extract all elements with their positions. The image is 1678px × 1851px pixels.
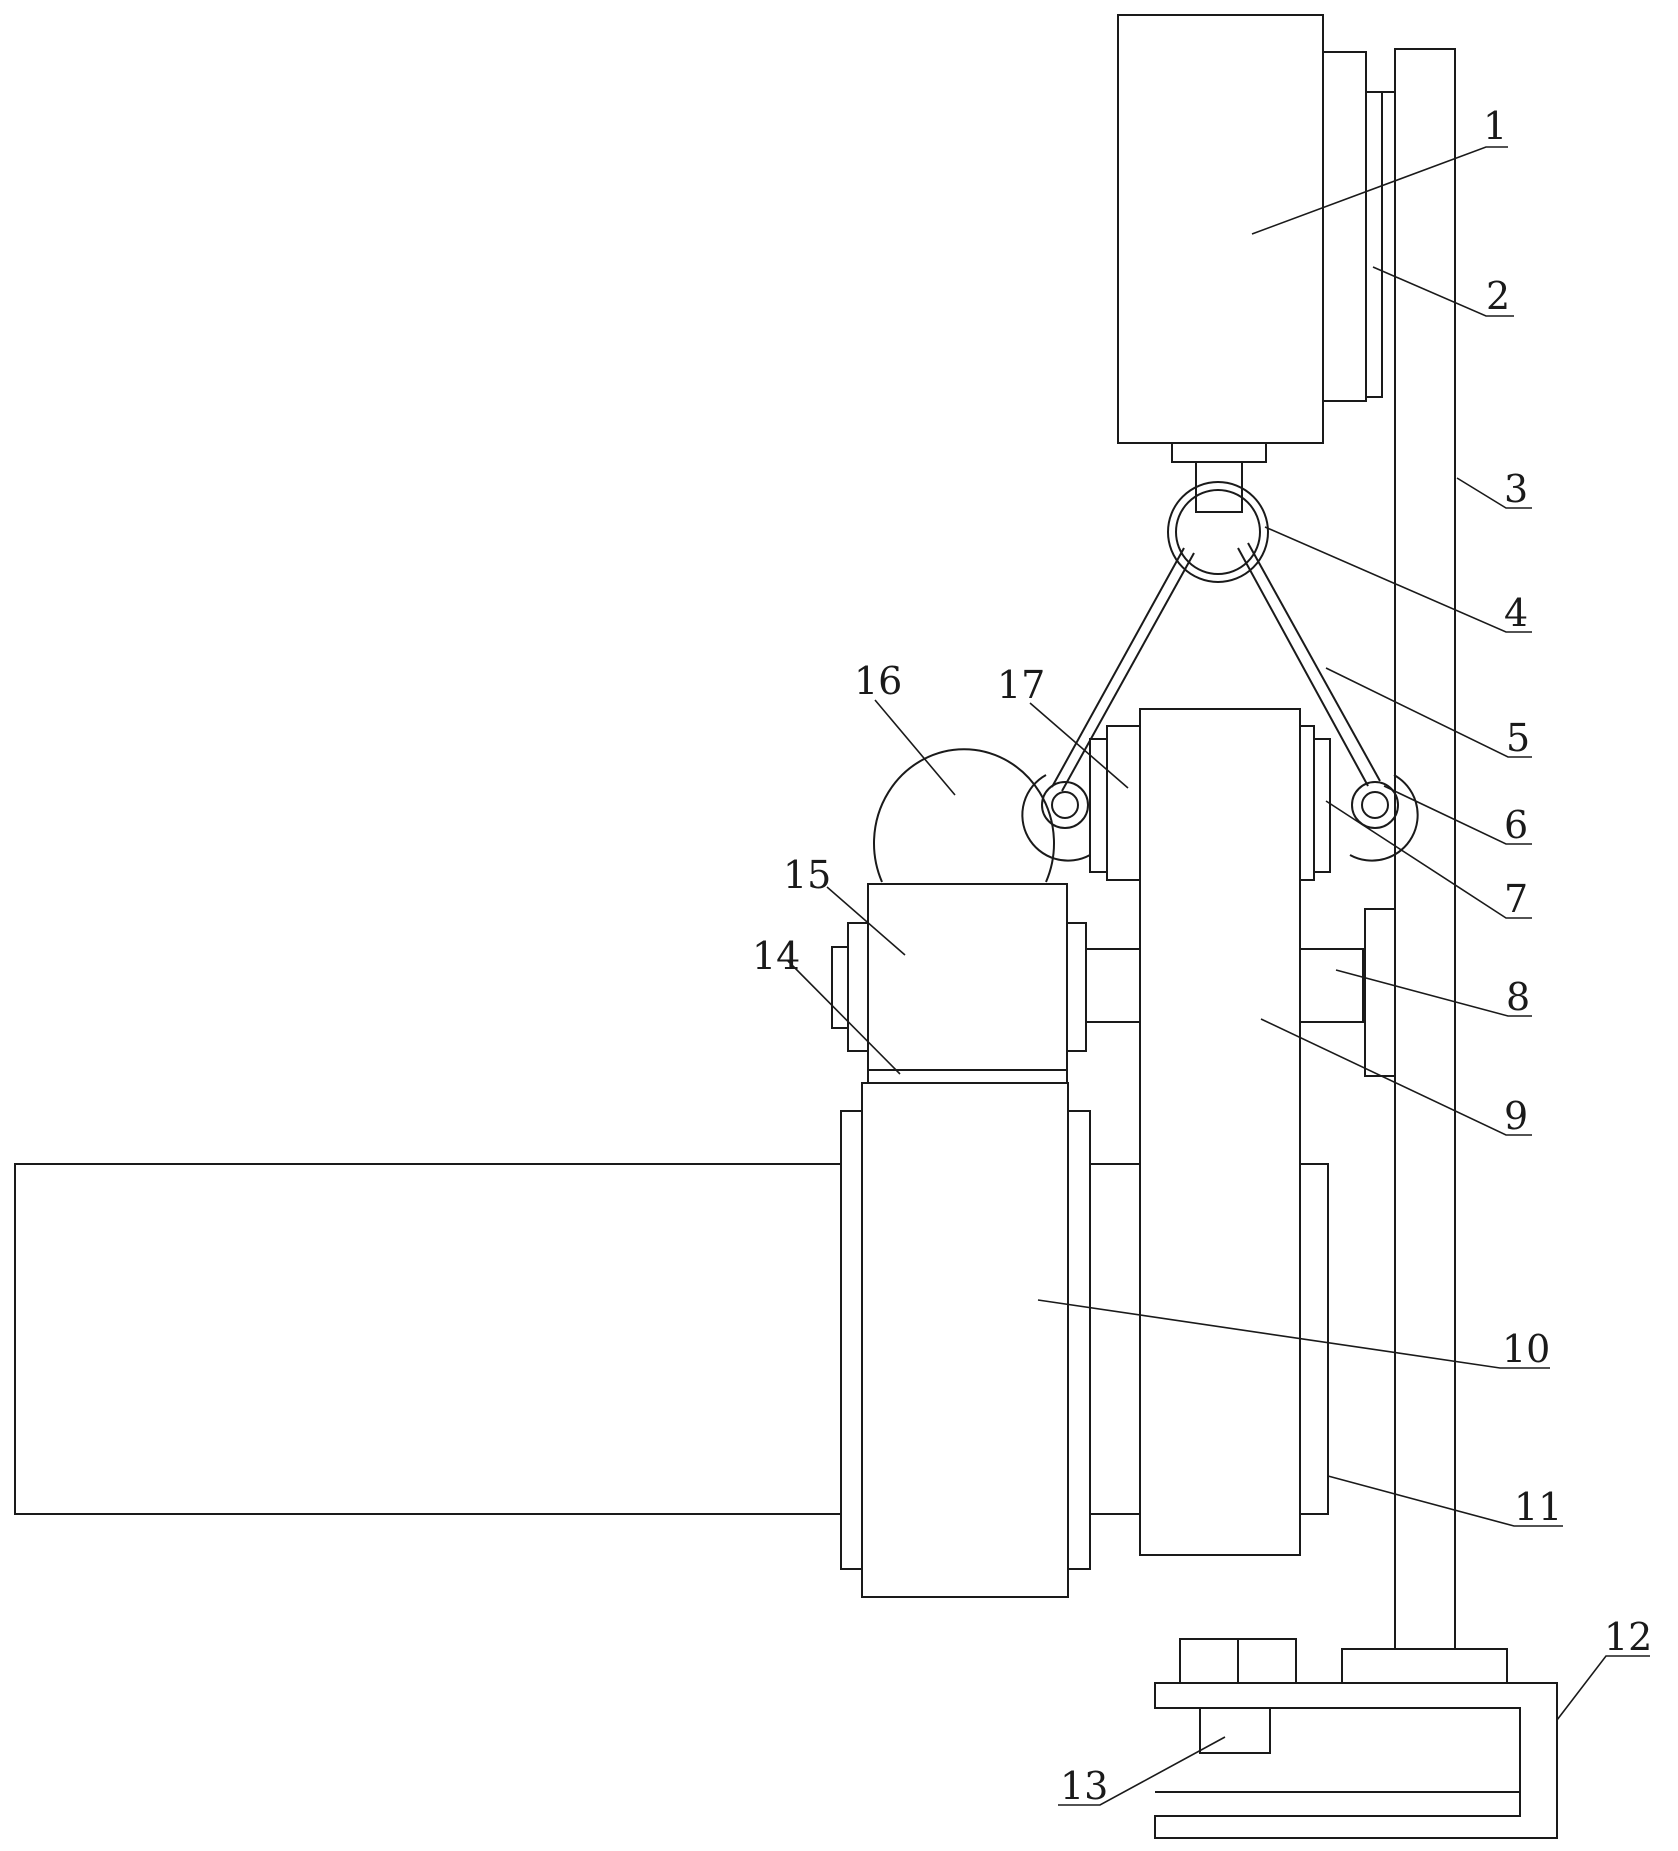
left-pivot-arc <box>1021 774 1091 862</box>
vertical-column <box>1394 48 1456 1650</box>
right-pivot-outer <box>1351 781 1399 829</box>
left-pivot-inner <box>1051 791 1079 819</box>
label-3: 3 <box>1504 467 1528 511</box>
hook-ring-outer <box>1167 481 1269 583</box>
leader-lines <box>786 146 1650 1806</box>
right-rod-a <box>1237 547 1369 787</box>
drum-left-flange <box>840 1110 863 1570</box>
upper-block <box>867 883 1068 1071</box>
label-10: 10 <box>1502 1327 1550 1371</box>
motor-shaft <box>1195 461 1243 513</box>
label-11: 11 <box>1514 1485 1562 1529</box>
motor-housing <box>1117 14 1324 444</box>
hook-ring-inner <box>1175 489 1261 575</box>
label-12: 12 <box>1604 1615 1652 1659</box>
main-plate <box>1139 708 1301 1556</box>
label-9: 9 <box>1504 1094 1528 1138</box>
left-link-upper <box>1076 948 1141 1023</box>
label-4: 4 <box>1504 591 1528 635</box>
left-arm <box>14 1163 850 1515</box>
right-pivot-inner <box>1361 791 1389 819</box>
label-13: 13 <box>1060 1764 1108 1808</box>
ball <box>873 748 1055 883</box>
upper-block-side-pad <box>831 946 849 1029</box>
label-5: 5 <box>1506 716 1530 760</box>
clamp-block <box>1199 1707 1271 1754</box>
right-rod-b <box>1247 542 1381 782</box>
right-pivot-arc <box>1349 774 1419 862</box>
label-8: 8 <box>1506 975 1530 1019</box>
left-rod-b <box>1061 552 1195 792</box>
label-17: 17 <box>997 663 1045 707</box>
drum-body <box>861 1082 1069 1598</box>
left-pivot-outer <box>1041 781 1089 829</box>
mounting-plate-outer <box>1321 51 1367 402</box>
left-rod-a <box>1051 547 1185 788</box>
upper-block-base <box>867 1069 1068 1084</box>
drum-right-flange <box>1067 1110 1091 1570</box>
label-15: 15 <box>783 853 831 897</box>
right-bearing-inner <box>1299 725 1315 881</box>
label-2: 2 <box>1486 274 1510 318</box>
right-bearing-outer <box>1313 738 1331 873</box>
column-foot <box>1341 1648 1508 1684</box>
upper-block-right-flange <box>1066 922 1087 1052</box>
label-1: 1 <box>1483 104 1507 148</box>
left-bearing-inner <box>1106 725 1141 881</box>
nut-right <box>1237 1638 1297 1684</box>
label-16: 16 <box>854 659 902 703</box>
nut-left <box>1179 1638 1239 1684</box>
label-7: 7 <box>1504 877 1528 921</box>
base-bracket <box>1154 1682 1558 1839</box>
side-pad <box>1364 908 1396 1077</box>
label-14: 14 <box>752 934 800 978</box>
motor-flange <box>1171 442 1267 463</box>
right-link-upper <box>1299 948 1364 1023</box>
label-6: 6 <box>1504 803 1528 847</box>
left-bearing-outer <box>1089 738 1108 873</box>
mounting-plate-inner <box>1365 91 1383 398</box>
